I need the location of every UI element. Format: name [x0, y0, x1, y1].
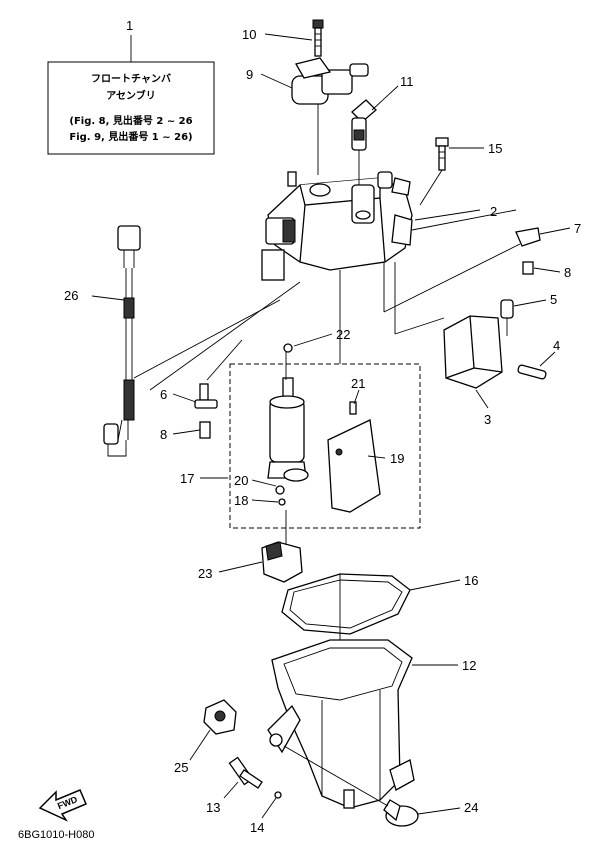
- callout-23: 23: [198, 566, 212, 581]
- note-ref-2: Fig. 9, 見出番号 1 ~ 26): [69, 130, 192, 143]
- callout-10: 10: [242, 27, 256, 42]
- small-parts: [203, 699, 419, 827]
- callout-13: 13: [206, 800, 220, 815]
- callout-15: 15: [488, 141, 502, 156]
- callout-2: 2: [490, 204, 497, 219]
- pressure-regulator: [291, 57, 369, 175]
- callout-1: 1: [126, 18, 133, 33]
- callout-18: 18: [234, 493, 248, 508]
- relay-assembly: [443, 299, 547, 389]
- callout-4: 4: [553, 338, 560, 353]
- bolt-15: [419, 137, 449, 206]
- drawing-code: 6BG1010-H080: [18, 829, 94, 841]
- leader-lines: [91, 33, 571, 819]
- callout-6: 6: [160, 387, 167, 402]
- note-title-2: アセンブリ: [106, 89, 156, 102]
- callout-19: 19: [390, 451, 404, 466]
- assembly-lines: [133, 209, 521, 640]
- callout-26: 26: [64, 288, 78, 303]
- callout-12: 12: [462, 658, 476, 673]
- fwd-arrow-icon: FWD: [38, 789, 87, 822]
- callout-24: 24: [464, 800, 478, 815]
- callout-7: 7: [574, 221, 581, 236]
- callout-16: 16: [464, 573, 478, 588]
- assembly-note: フロートチャンバ アセンブリ (Fig. 8, 見出番号 2 ~ 26 Fig.…: [47, 35, 215, 155]
- callout-21: 21: [351, 376, 365, 391]
- callout-17: 17: [180, 471, 194, 486]
- callout-14: 14: [250, 820, 264, 835]
- callout-25: 25: [174, 760, 188, 775]
- callout-5: 5: [550, 292, 557, 307]
- callout-8a: 8: [564, 265, 571, 280]
- callout-8b: 8: [160, 427, 167, 442]
- callout-3: 3: [484, 412, 491, 427]
- callout-9: 9: [246, 67, 253, 82]
- elbow-fitting: [351, 99, 377, 185]
- callout-numbers: 1 2 3 4 5 6 7 8 8 9 10 11 12 13 14 15 16…: [64, 18, 581, 835]
- note-ref-1: (Fig. 8, 見出番号 2 ~ 26: [69, 114, 192, 127]
- chamber-cover: [261, 171, 413, 281]
- bolt-10: [312, 19, 324, 57]
- callout-22: 22: [336, 327, 350, 342]
- pump-group-frame: [229, 363, 421, 529]
- wire-harness: [103, 225, 141, 457]
- callout-20: 20: [234, 473, 248, 488]
- float-chamber: [267, 639, 415, 809]
- callout-11: 11: [400, 74, 414, 89]
- bracket-6: [194, 383, 218, 439]
- clip-7: [515, 227, 541, 275]
- filter-holder: [261, 541, 303, 583]
- fuel-pump: [267, 343, 381, 513]
- note-title-1: フロートチャンバ: [91, 73, 171, 85]
- gasket: [281, 573, 411, 635]
